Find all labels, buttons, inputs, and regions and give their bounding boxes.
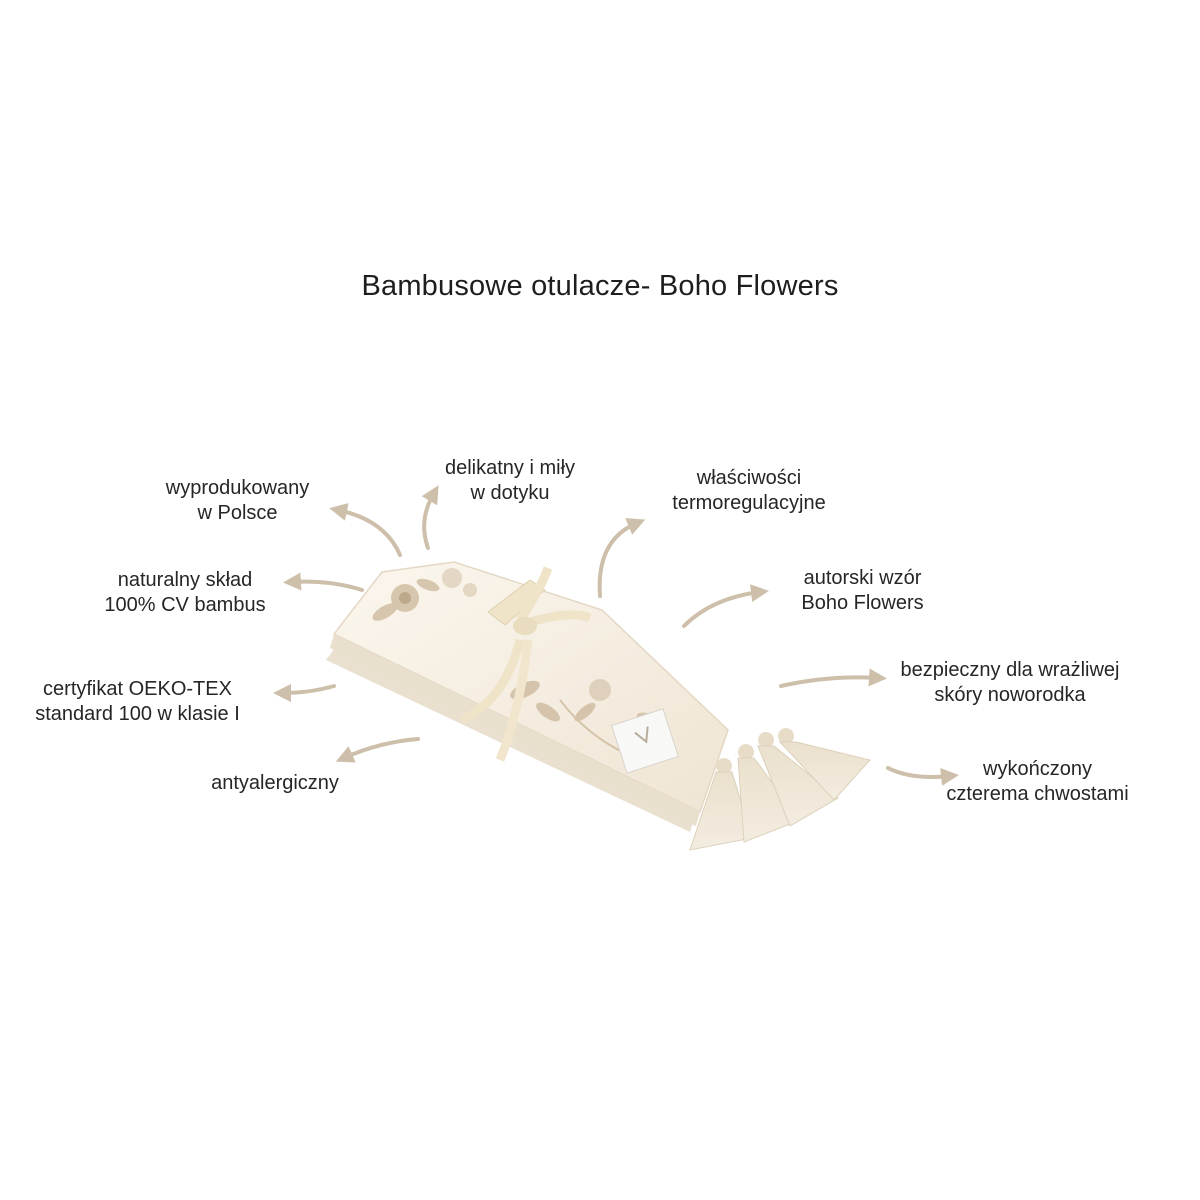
feature-line: standard 100 w klasie I <box>35 703 240 725</box>
page-title: Bambusowe otulacze- Boho Flowers <box>361 270 839 302</box>
tassels <box>689 728 871 851</box>
feature-label-tassels: wykończony czterema chwostami <box>930 757 1145 807</box>
arrow-pattern <box>682 584 769 628</box>
feature-line: czterema chwostami <box>946 783 1129 805</box>
arrow-soft <box>421 485 439 550</box>
feature-line: w dotyku <box>470 482 550 504</box>
arrow-oeko-tex <box>273 683 336 702</box>
feature-line: w Polsce <box>197 502 278 524</box>
feature-label-safe: bezpieczny dla wrażliwej skóry noworodka <box>870 658 1150 708</box>
feature-line: certyfikat OEKO-TEX <box>43 678 232 700</box>
arrow-antiallergic <box>335 737 420 763</box>
feature-label-oeko-tex: certyfikat OEKO-TEX standard 100 w klasi… <box>10 677 265 727</box>
feature-label-pattern: autorski wzór Boho Flowers <box>760 566 965 616</box>
feature-line: naturalny skład <box>117 569 253 591</box>
feature-line: skóry noworodka <box>934 684 1086 706</box>
feature-line: termoregulacyjne <box>672 492 826 514</box>
tassel-3 <box>757 732 839 827</box>
feature-label-thermoregulation: właściwości termoregulacyjne <box>640 466 858 516</box>
tassel-2 <box>737 744 801 843</box>
feature-line: bezpieczny dla wrażliwej <box>900 659 1120 681</box>
arrow-made-in-poland <box>329 503 402 557</box>
feature-line: Boho Flowers <box>801 592 924 614</box>
floral-pattern <box>372 568 664 761</box>
feature-label-antiallergic: antyalergiczny <box>185 771 365 796</box>
feature-line: delikatny i miły <box>444 457 576 479</box>
arrow-natural <box>283 572 364 592</box>
feature-line: autorski wzór <box>803 567 922 589</box>
feature-line: antyalergiczny <box>211 772 339 794</box>
feature-line: wykończony <box>983 758 1092 780</box>
feature-label-natural: naturalny skład 100% CV bambus <box>80 568 290 618</box>
arrow-tassels <box>886 766 959 786</box>
arrow-safe <box>779 668 887 688</box>
feature-line: 100% CV bambus <box>104 594 266 616</box>
feature-line: wyprodukowany <box>165 477 310 499</box>
feature-label-made-in-poland: wyprodukowany w Polsce <box>135 476 340 526</box>
pointer-arrows <box>273 485 959 786</box>
brand-tag <box>610 708 680 774</box>
ribbon-bow <box>459 566 592 762</box>
feature-label-soft: delikatny i miły w dotyku <box>405 456 615 506</box>
feature-line: właściwości <box>696 467 802 489</box>
tassel-4 <box>778 728 871 801</box>
arrow-thermoregulation <box>597 518 646 598</box>
swaddle-blanket <box>326 561 729 832</box>
